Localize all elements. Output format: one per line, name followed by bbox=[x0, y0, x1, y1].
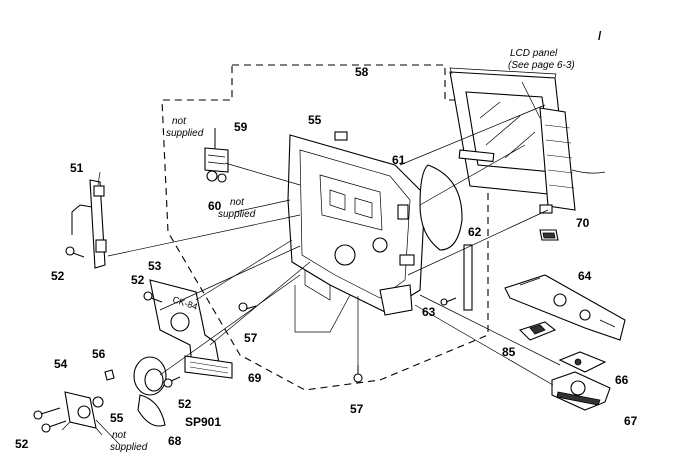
part-57-screw-b bbox=[353, 365, 363, 383]
label-57-bottom: 57 bbox=[350, 402, 364, 416]
note-lcd-page-ref: (See page 6-3) bbox=[508, 60, 575, 71]
part-70-cushion bbox=[539, 229, 559, 241]
part-52-screw-c bbox=[163, 376, 181, 388]
note-not-supplied-1a: not bbox=[172, 116, 187, 127]
note-not-supplied-1b: supplied bbox=[166, 128, 204, 139]
part-63-screw bbox=[440, 297, 457, 306]
leader-lines bbox=[95, 81, 561, 446]
note-not-supplied-2a: not bbox=[230, 197, 245, 208]
label-52-speaker: 52 bbox=[178, 397, 192, 411]
part-85-button bbox=[518, 321, 557, 341]
part-67-cover bbox=[551, 371, 611, 411]
part-68-cushion bbox=[137, 394, 166, 427]
part-61-plate bbox=[419, 164, 463, 251]
part-sp901-speaker bbox=[133, 356, 167, 396]
assembly-boundary bbox=[161, 64, 489, 391]
label-66: 66 bbox=[615, 373, 629, 387]
label-58: 58 bbox=[355, 65, 369, 79]
label-62: 62 bbox=[468, 225, 482, 239]
note-not-supplied-2b: supplied bbox=[218, 209, 256, 220]
note-not-supplied-3b: supplied bbox=[110, 442, 148, 453]
part-57-screw-a bbox=[238, 302, 257, 312]
label-55-top: 55 bbox=[308, 113, 322, 127]
label-60: 60 bbox=[208, 199, 222, 213]
label-85: 85 bbox=[502, 345, 516, 359]
part-56 bbox=[104, 369, 115, 381]
label-68: 68 bbox=[168, 434, 182, 448]
note-not-supplied-3a: not bbox=[112, 430, 127, 441]
label-69: 69 bbox=[248, 371, 262, 385]
part-51-bracket bbox=[71, 179, 107, 269]
corner-mark: / bbox=[598, 29, 602, 43]
label-61: 61 bbox=[392, 153, 406, 167]
label-55-bottom: 55 bbox=[110, 411, 124, 425]
part-52-screw-b bbox=[143, 291, 163, 303]
label-52-bottom: 52 bbox=[15, 437, 29, 451]
lcd-panel bbox=[449, 67, 606, 214]
part-59-60-hinge bbox=[204, 128, 229, 183]
part-52-screw-a bbox=[65, 246, 85, 258]
part-58-frame bbox=[287, 131, 426, 316]
label-70: 70 bbox=[576, 216, 590, 230]
part-52-screw-d bbox=[33, 407, 67, 433]
part-54-bracket bbox=[61, 391, 104, 436]
label-51: 51 bbox=[70, 161, 84, 175]
note-lcd-panel: LCD panel bbox=[510, 48, 558, 59]
label-56: 56 bbox=[92, 347, 106, 361]
part-69-board bbox=[184, 355, 233, 379]
part-64-bracket bbox=[504, 274, 626, 341]
label-52-left: 52 bbox=[51, 269, 65, 283]
label-sp901: SP901 bbox=[185, 415, 221, 429]
label-63: 63 bbox=[422, 305, 436, 319]
part-53-board: CK-84 bbox=[149, 279, 221, 369]
label-57-left: 57 bbox=[244, 331, 258, 345]
part-62-rod bbox=[463, 244, 473, 311]
label-59: 59 bbox=[234, 120, 248, 134]
part-66-sheet bbox=[558, 351, 607, 373]
label-52-board: 52 bbox=[131, 273, 145, 287]
label-53: 53 bbox=[148, 259, 162, 273]
label-54: 54 bbox=[54, 357, 68, 371]
label-64: 64 bbox=[578, 269, 592, 283]
label-67: 67 bbox=[624, 414, 638, 428]
